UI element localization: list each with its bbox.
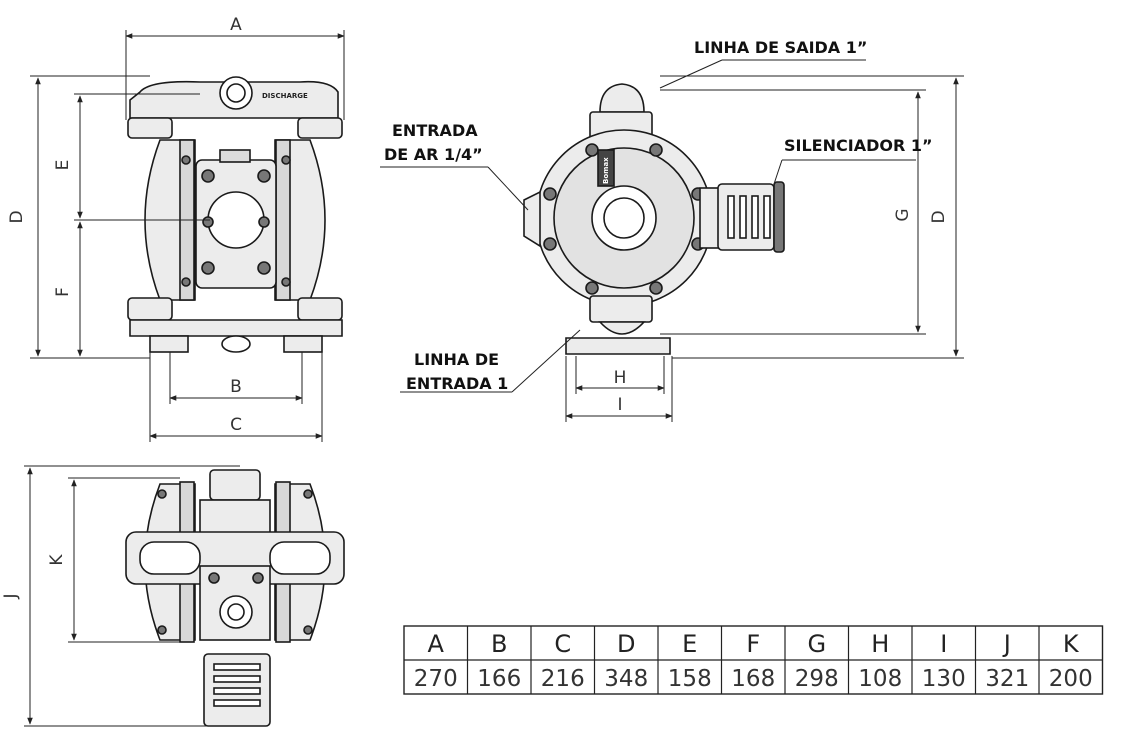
table-value-f: 168 xyxy=(731,666,775,692)
callout-linha-saida: LINHA DE SAIDA 1” xyxy=(694,38,867,57)
dim-label-b: B xyxy=(230,377,242,397)
dim-label-i: I xyxy=(617,395,622,415)
dim-label-k: K xyxy=(47,554,67,566)
callout-leaders xyxy=(380,59,916,393)
top-dimensions xyxy=(24,465,240,727)
dim-label-e: E xyxy=(53,160,73,171)
dim-label-h: H xyxy=(614,368,627,388)
side-view xyxy=(523,83,785,355)
table-header-f: F xyxy=(746,630,760,658)
callout-linha-entrada-line2: ENTRADA 1 xyxy=(406,374,508,393)
table-value-d: 348 xyxy=(604,666,648,692)
dim-label-j: J xyxy=(1,593,21,599)
side-dimensions xyxy=(565,75,964,422)
table-value-k: 200 xyxy=(1049,666,1093,692)
dim-label-d-side: D xyxy=(929,210,949,223)
callout-linha-entrada-line1: LINHA DE xyxy=(414,350,499,369)
table-header-c: C xyxy=(554,630,571,658)
table-value-a: 270 xyxy=(414,666,458,692)
table-header-e: E xyxy=(682,630,697,658)
callout-silenciador: SILENCIADOR 1” xyxy=(784,136,933,155)
table-header-b: B xyxy=(491,630,507,658)
callout-entrada-ar-line1: ENTRADA xyxy=(392,121,478,140)
table-value-h: 108 xyxy=(858,666,902,692)
table-value-j: 321 xyxy=(985,666,1029,692)
table-value-g: 298 xyxy=(795,666,839,692)
dim-label-g: G xyxy=(893,208,913,221)
callout-entrada-ar-line2: DE AR 1/4” xyxy=(384,145,483,164)
table-value-c: 216 xyxy=(541,666,585,692)
part-marking-discharge: DISCHARGE xyxy=(262,92,308,100)
dim-label-a: A xyxy=(230,15,242,35)
dim-label-c: C xyxy=(230,415,242,435)
table-value-i: 130 xyxy=(922,666,966,692)
table-value-e: 158 xyxy=(668,666,712,692)
table-header-a: A xyxy=(428,630,445,658)
dimension-table: A 270 B 166 C 216 D 348 E 158 F 168 G 298 H 108 I 130 J 321… xyxy=(403,625,1104,695)
front-view xyxy=(127,76,343,353)
dim-label-f: F xyxy=(53,287,73,297)
part-marking-brand: Bomax xyxy=(602,157,610,184)
front-dimensions xyxy=(30,30,345,442)
table-header-d: D xyxy=(617,630,635,658)
table-header-j: J xyxy=(1002,630,1011,658)
table-value-b: 166 xyxy=(477,666,521,692)
top-view xyxy=(125,469,345,727)
table-header-g: G xyxy=(807,630,826,658)
table-header-k: K xyxy=(1063,630,1080,658)
dim-label-d-front: D xyxy=(7,210,27,223)
table-header-h: H xyxy=(871,630,889,658)
table-header-i: I xyxy=(940,630,947,658)
